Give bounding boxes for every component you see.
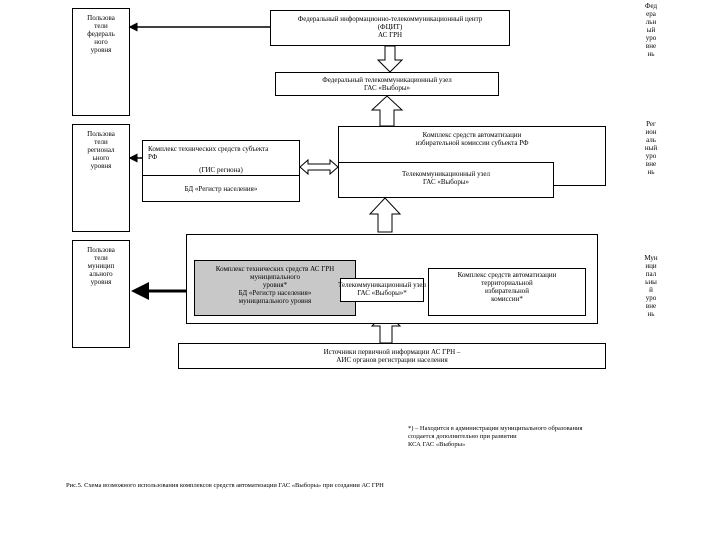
sources-box xyxy=(178,343,606,369)
level-regional-label: Рег ион аль ный уро вне нь xyxy=(644,120,658,176)
municipal-kts-box xyxy=(194,260,356,316)
users-federal-box xyxy=(72,8,130,116)
regional-gis-label: (ГИС региона) xyxy=(199,166,243,174)
regional-ksa-label: Комплекс средств автоматизации избирател… xyxy=(415,131,529,147)
federal-node-label: Федеральный телекоммуникационный узел ГА… xyxy=(322,76,452,92)
figure-caption: Рис.5. Схема возможного использования ко… xyxy=(66,482,384,489)
regional-kts-label: Комплекс технических средств субъекта РФ xyxy=(148,145,269,161)
federal-center-label: Федеральный информационно-телекоммуникац… xyxy=(297,15,483,39)
regional-kts-divider xyxy=(142,175,300,176)
regional-telecom-box xyxy=(338,162,554,198)
federal-center-box xyxy=(270,10,510,46)
municipal-ksa-box xyxy=(428,268,586,316)
footnote-text: *) – Находится в администрации муниципал… xyxy=(408,425,583,448)
level-municipal-label: Мун ици пал ьны й уро вне нь xyxy=(644,254,658,318)
users-municipal-label: Пользова тели муницип ального уровня xyxy=(87,246,115,286)
users-municipal-box xyxy=(72,240,130,348)
federal-center-to-node-arrow xyxy=(376,45,404,73)
municipal-ksa-label: Комплекс средств автоматизации территори… xyxy=(457,271,557,303)
federal-node-box xyxy=(275,72,499,96)
regional-telecom-label: Телекоммуникационный узел ГАС «Выборы» xyxy=(402,170,490,186)
municipal-telecom-box xyxy=(340,278,424,302)
regional-to-federal-arrow xyxy=(370,95,404,127)
users-regional-box xyxy=(72,124,130,232)
municipal-telecom-label: Телекоммуникационный узел ГАС «Выборы»* xyxy=(338,281,426,297)
regional-bidirectional-arrow xyxy=(299,158,339,176)
users-regional-label: Пользова тели регионал ьного уровня xyxy=(87,130,115,170)
level-federal-label: Фед ера льн ый уро вне нь xyxy=(644,2,658,58)
sources-label: Источники первичной информации АС ГРН – … xyxy=(323,348,461,364)
regional-kts-box xyxy=(142,140,300,202)
users-federal-label: Пользова тели федераль ного уровня xyxy=(87,14,115,54)
regional-bd-label: БД «Регистр населения» xyxy=(184,185,258,193)
municipal-to-regional-arrow xyxy=(368,197,402,233)
municipal-kts-label: Комплекс технических средств АС ГРН муни… xyxy=(215,265,335,305)
